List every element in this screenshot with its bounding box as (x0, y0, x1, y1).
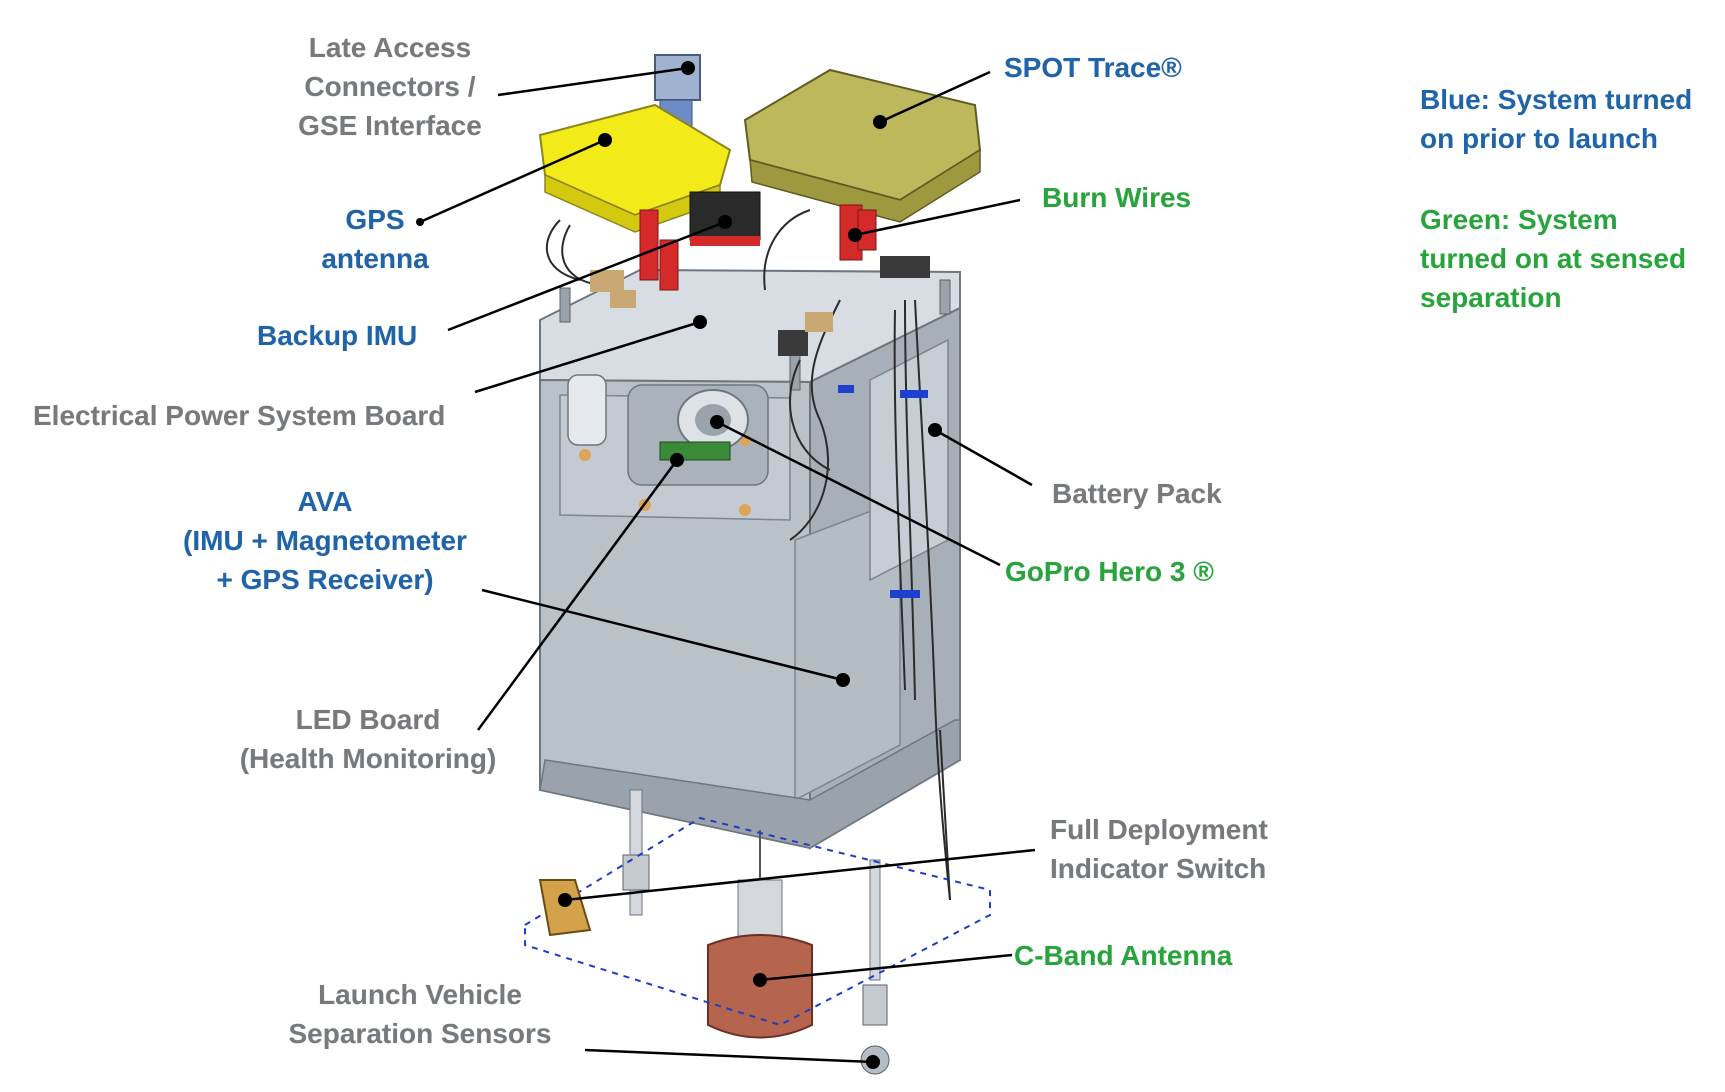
label-late-access: Late Access Connectors / GSE Interface (298, 32, 482, 141)
leader-gopro (716, 420, 1001, 567)
label-battery-pack: Battery Pack (1052, 478, 1222, 509)
leader-burn-wires (854, 198, 1021, 237)
label-spot-trace: SPOT Trace® (1004, 52, 1182, 83)
leader-gps-antenna (419, 138, 606, 224)
leader-dots (416, 61, 942, 1069)
leader-backup-imu (447, 220, 726, 332)
leader-eps-board (474, 320, 701, 394)
label-launch-sensors: Launch Vehicle Separation Sensors (288, 979, 552, 1049)
leader-c-band (759, 953, 1013, 982)
battery-pack (838, 385, 928, 598)
leader-full-deploy (564, 848, 1036, 902)
bottom-assembly (524, 729, 991, 1075)
leader-spot-trace (879, 70, 991, 124)
legend-green: Green: System turned on at sensed separa… (1420, 204, 1687, 313)
leader-battery-pack (934, 428, 1033, 487)
label-ava: AVA (IMU + Magnetometer + GPS Receiver) (183, 486, 467, 595)
label-backup-imu: Backup IMU (257, 320, 418, 351)
label-c-band: C-Band Antenna (1014, 940, 1233, 971)
label-eps-board: Electrical Power System Board (33, 400, 446, 431)
label-gps-antenna: GPS antenna (321, 204, 429, 274)
leader-led-board (476, 459, 679, 731)
label-gopro: GoPro Hero 3 ® (1005, 556, 1214, 587)
label-led-board: LED Board (Health Monitoring) (239, 704, 497, 774)
gps-antenna (538, 103, 732, 233)
label-full-deploy: Full Deployment Indicator Switch (1050, 814, 1268, 884)
leader-late-access (497, 66, 689, 97)
legend-blue: Blue: System turned on prior to launch (1420, 84, 1693, 154)
leader-launch-sensors (584, 1048, 874, 1064)
label-burn-wires: Burn Wires (1042, 182, 1192, 213)
connectors (590, 256, 930, 356)
leader-ava (481, 588, 844, 682)
leader-lines (419, 66, 1036, 1064)
led-board (659, 441, 731, 461)
